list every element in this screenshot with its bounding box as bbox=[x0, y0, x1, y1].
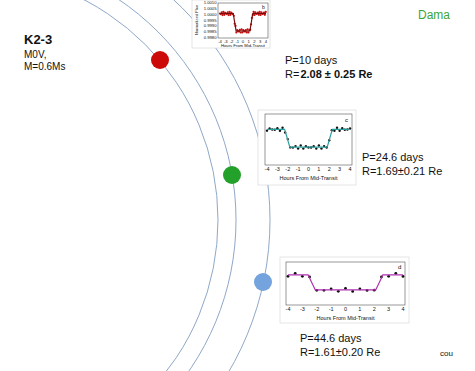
panel-letter: b bbox=[262, 5, 265, 10]
data-point bbox=[294, 272, 297, 275]
inset-b bbox=[192, 0, 270, 48]
period-label: P=24.6 days bbox=[362, 152, 423, 163]
data-point bbox=[300, 144, 302, 146]
data-point bbox=[281, 127, 283, 129]
tick-label: 1.0005 bbox=[204, 7, 217, 11]
radius-label: R= bbox=[285, 69, 299, 80]
tick-label: 3 bbox=[338, 167, 341, 173]
star-name: K2-3 bbox=[24, 33, 52, 46]
tick-label: 4 bbox=[401, 307, 404, 313]
period-label: P=10 days bbox=[285, 55, 337, 66]
panel-letter: d bbox=[398, 264, 401, 270]
axis-title: Hours From Mid-Transit bbox=[221, 44, 265, 48]
inset-panel bbox=[258, 110, 356, 185]
data-point bbox=[338, 130, 340, 132]
panel-letter: c bbox=[345, 117, 348, 123]
orbits bbox=[0, 0, 270, 371]
axis-title: Hours From Mid-Transit bbox=[317, 316, 375, 322]
data-points bbox=[219, 11, 267, 34]
tick-label: 4 bbox=[348, 167, 351, 173]
data-point bbox=[279, 130, 281, 132]
tick-label: 1 bbox=[317, 167, 320, 173]
radius-label: R=1.61±0.20 Re bbox=[300, 347, 380, 358]
tick-label: 0.9990 bbox=[204, 24, 217, 28]
orbit-line bbox=[0, 0, 236, 371]
data-point bbox=[247, 31, 249, 33]
planet-c bbox=[223, 166, 241, 184]
tick-label: 0.9985 bbox=[204, 30, 217, 34]
data-points bbox=[287, 272, 405, 293]
tick-label: -4 bbox=[286, 307, 291, 313]
model-curve bbox=[267, 129, 350, 147]
tick-label: -1 bbox=[329, 307, 334, 313]
star-type: M0V, bbox=[24, 50, 46, 60]
axis-title: Hours From Mid-Transit bbox=[280, 176, 338, 182]
planet-b bbox=[151, 51, 169, 69]
tick-label: 2 bbox=[373, 307, 376, 313]
plot-frame bbox=[218, 3, 268, 38]
data-point bbox=[265, 11, 267, 13]
partial-heading: Dama bbox=[418, 9, 450, 21]
period-label: P=44.6 days bbox=[300, 333, 361, 344]
tick-label: 1.0010 bbox=[204, 1, 217, 5]
orbit-line bbox=[0, 0, 218, 371]
tick-label: -2 bbox=[285, 167, 290, 173]
inset-d bbox=[280, 257, 409, 323]
tick-label: 0.9980 bbox=[204, 36, 217, 40]
axis-title: Normalized Flux bbox=[195, 5, 199, 35]
planet-d bbox=[254, 273, 272, 291]
inset-panel bbox=[192, 0, 270, 48]
radius-label: R=1.69±0.21 Re bbox=[362, 166, 442, 177]
tick-label: 1 bbox=[358, 307, 361, 313]
radius-value: 2.08 ± 0.25 Re bbox=[300, 69, 372, 80]
tick-label: 3 bbox=[387, 307, 390, 313]
data-point bbox=[344, 287, 347, 290]
tick-label: 2 bbox=[328, 167, 331, 173]
model-curve bbox=[220, 14, 266, 32]
inset-panel bbox=[280, 257, 409, 323]
model-curve bbox=[288, 275, 403, 290]
tick-label: -3 bbox=[275, 167, 280, 173]
orbit-line bbox=[0, 0, 270, 371]
plot-frame bbox=[265, 114, 352, 165]
star-mass: M=0.6Ms bbox=[24, 62, 65, 72]
data-point bbox=[320, 147, 322, 149]
data-point bbox=[318, 144, 320, 146]
plot-frame bbox=[286, 262, 405, 305]
tick-label: 1.0000 bbox=[204, 13, 217, 17]
tick-label: 0 bbox=[307, 167, 310, 173]
data-point bbox=[394, 272, 397, 275]
data-points bbox=[266, 127, 351, 150]
inset-c bbox=[258, 110, 356, 185]
data-point bbox=[297, 147, 299, 149]
tick-label: -3 bbox=[300, 307, 305, 313]
tick-label: -4 bbox=[265, 167, 270, 173]
tick-label: 0 bbox=[344, 307, 347, 313]
tick-label: 4 bbox=[265, 40, 267, 44]
tick-label: 0.9995 bbox=[204, 18, 217, 22]
partial-credit: cou bbox=[440, 350, 453, 358]
tick-label: -1 bbox=[296, 167, 301, 173]
tick-label: -2 bbox=[314, 307, 319, 313]
data-point bbox=[336, 127, 338, 129]
